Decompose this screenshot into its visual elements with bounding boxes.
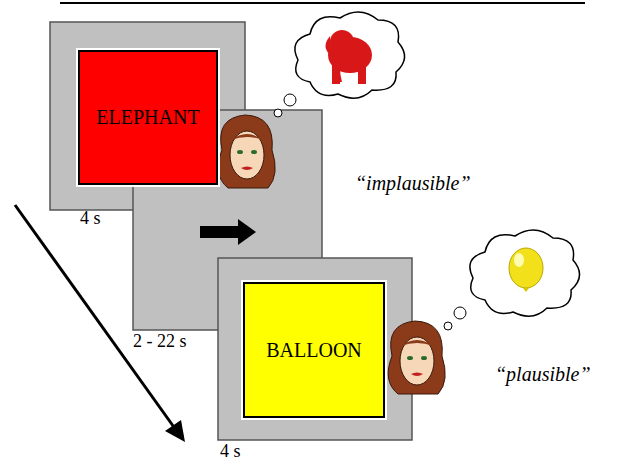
- time-arrowhead: [165, 420, 185, 442]
- woman-face: [388, 321, 445, 394]
- fixation-arrow: [200, 219, 256, 245]
- screen-frame: [218, 258, 412, 440]
- elephant-picture: [325, 30, 372, 84]
- time-arrow: [15, 205, 176, 430]
- stimulus-word: ELEPHANT: [96, 106, 199, 129]
- stimulus-word: BALLOON: [266, 339, 362, 362]
- woman-face: [218, 115, 275, 188]
- thought-bubble: [274, 12, 405, 117]
- thought-bubble: [444, 230, 580, 330]
- duration-label: 2 - 22 s: [133, 331, 187, 352]
- response-label: “implausible”: [355, 172, 471, 195]
- duration-label: 4 s: [80, 208, 101, 229]
- red-word-screen: ELEPHANT: [78, 50, 218, 185]
- top-rule: [60, 2, 585, 4]
- yellow-word-screen: BALLOON: [243, 282, 385, 418]
- response-label: “plausible”: [495, 363, 591, 386]
- duration-label: 4 s: [220, 441, 241, 462]
- balloon-picture: [509, 248, 543, 292]
- screen-frame: [50, 22, 245, 210]
